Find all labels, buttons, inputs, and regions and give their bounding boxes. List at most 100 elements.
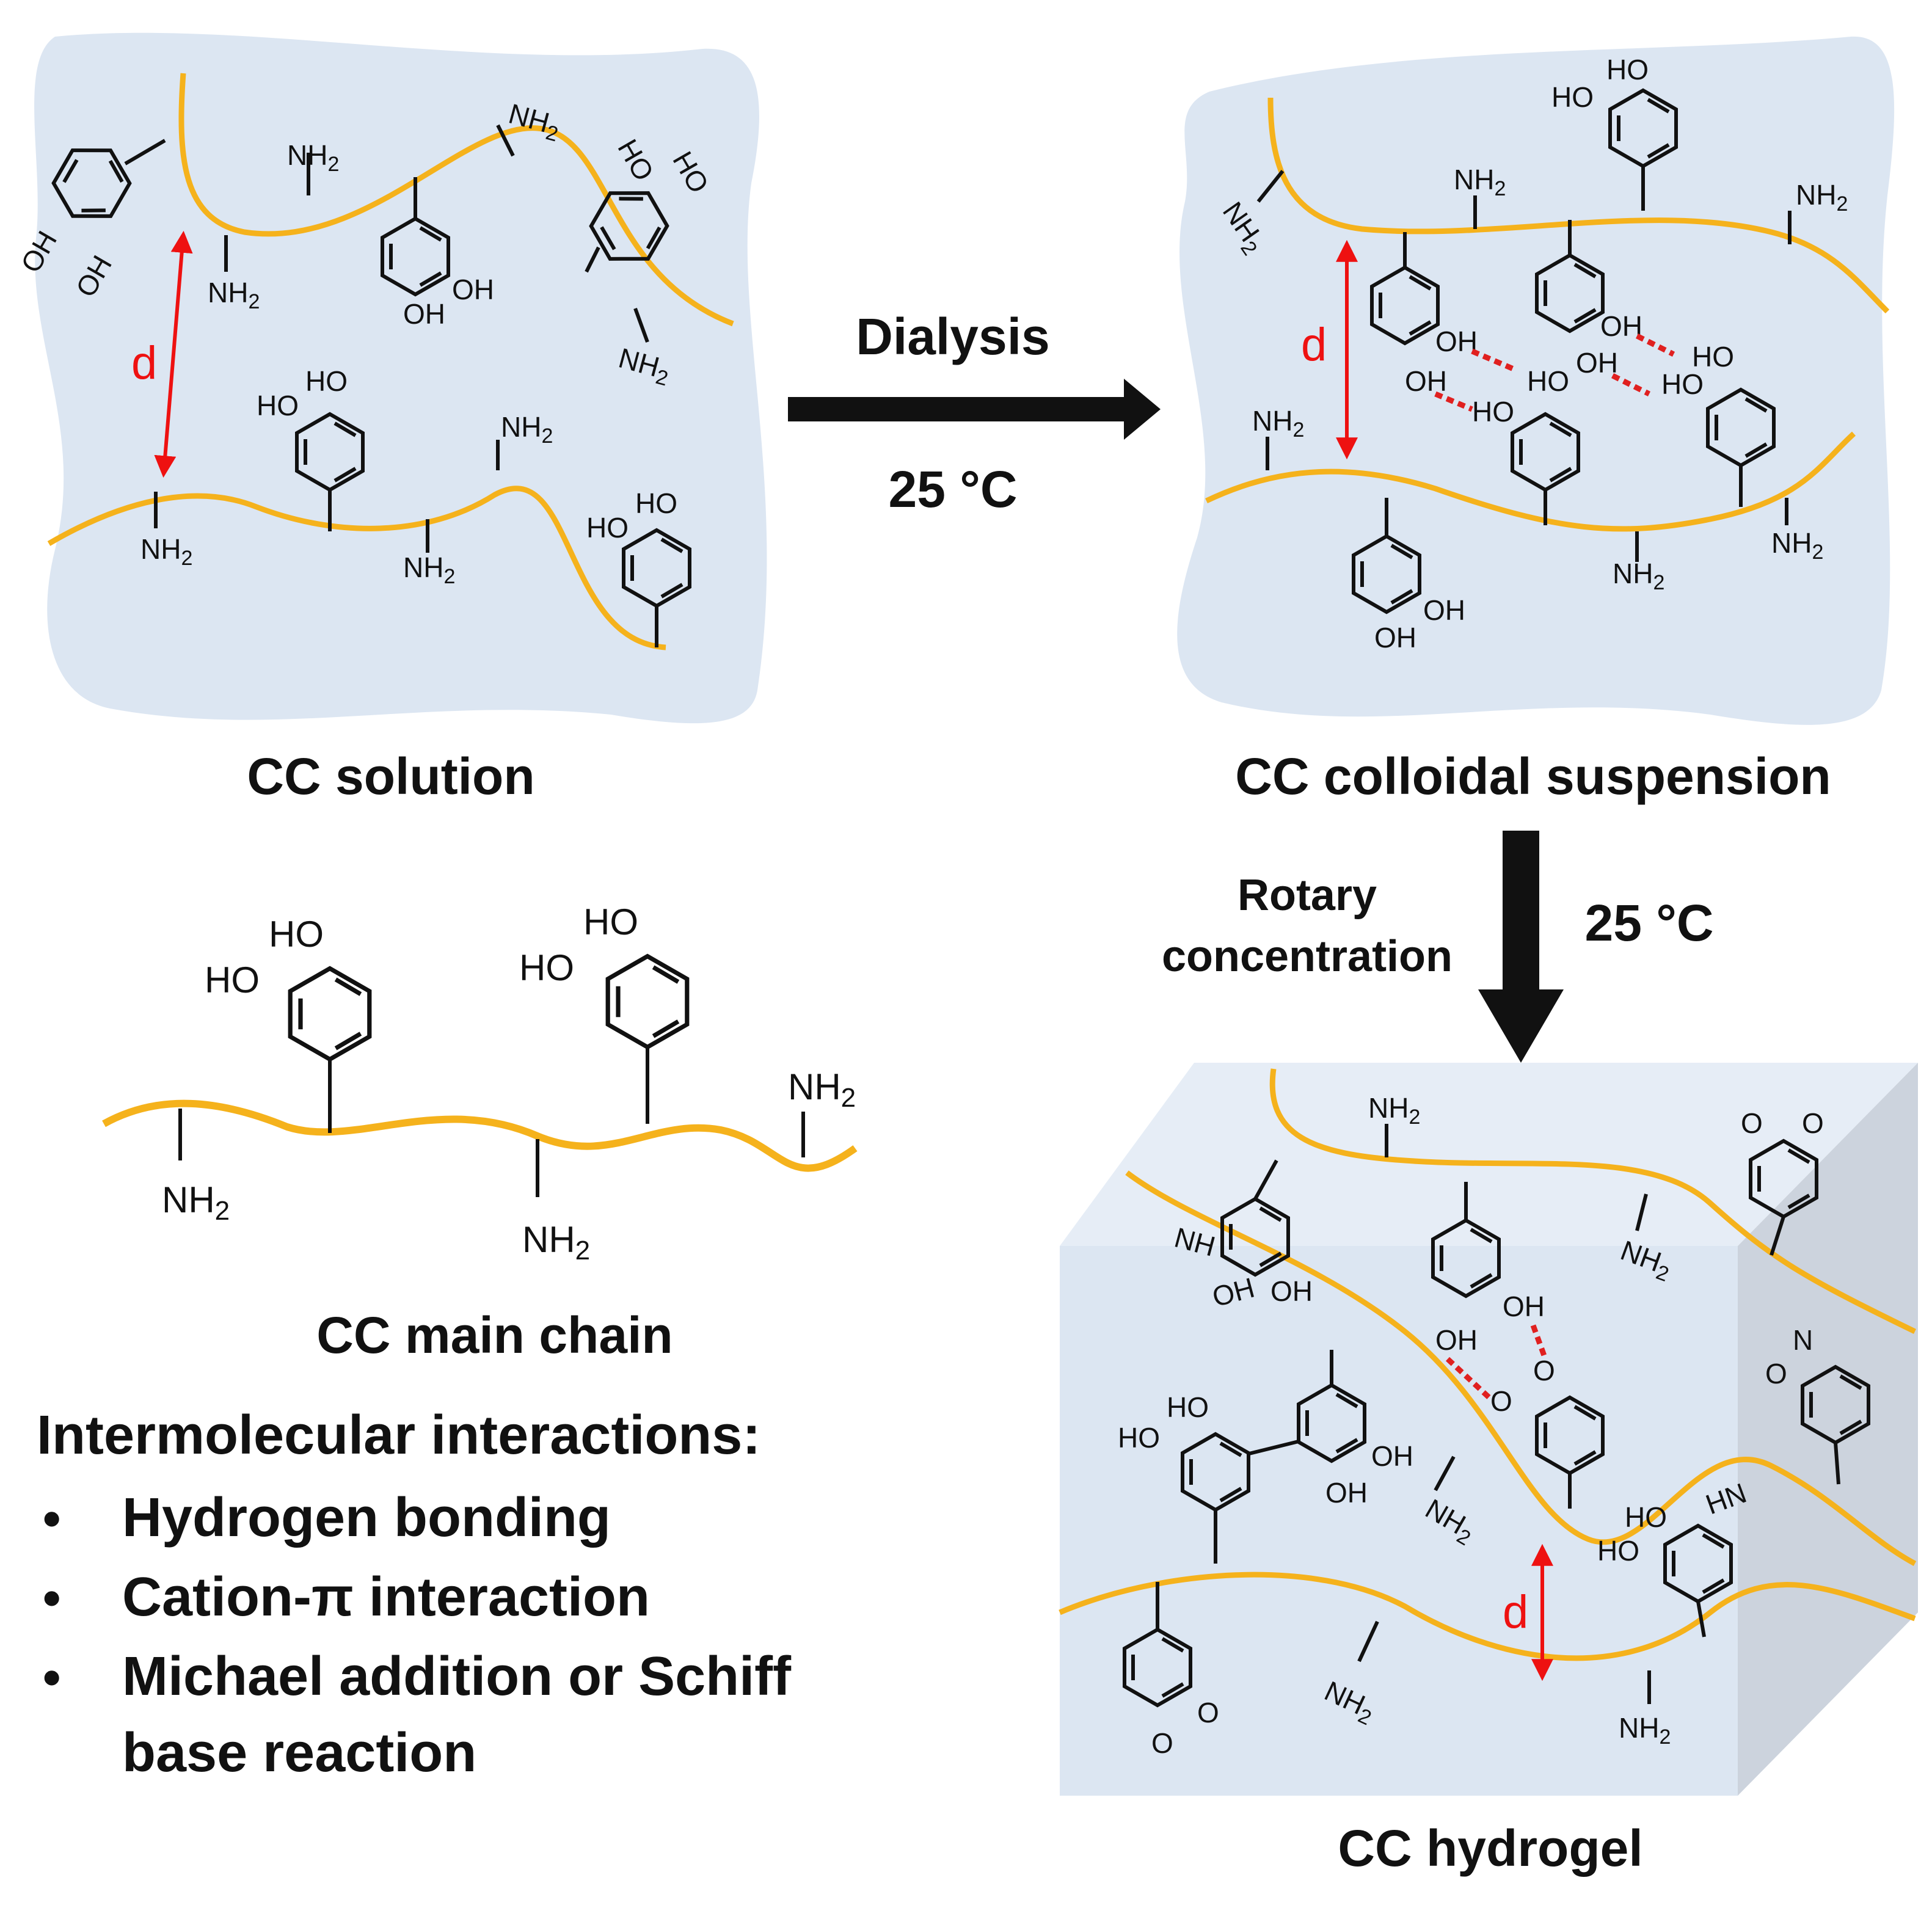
hydroxyl-left-label: HO: [1597, 1535, 1639, 1567]
amine-label: NH2: [1613, 558, 1664, 594]
dialysis-arrow-group: Dialysis 25 °C: [788, 308, 1161, 518]
amine-label: NH2: [1252, 405, 1304, 442]
hydrogel-cube-side: [1738, 1063, 1918, 1796]
hydroxyl-label: OH: [1325, 1477, 1368, 1509]
hydroxyl-label: OH: [1405, 365, 1447, 397]
bullet: •: [43, 1648, 60, 1706]
hydroxyl-left-label: HO: [1472, 396, 1514, 428]
hydrogel-chain-top: [1269, 1068, 1916, 1335]
amine-label: NH2: [1619, 1712, 1671, 1749]
colloid-hydrogen-bonds: [1434, 333, 1675, 412]
rotary-arrow: [1478, 831, 1564, 1063]
bullet: •: [43, 1490, 60, 1547]
oxygen-label: O: [1490, 1385, 1512, 1417]
hydroxyl-left-label: HO: [1692, 341, 1734, 373]
hydroxyl-left-label: HO: [257, 390, 299, 421]
hydroxyl-label: OH: [1270, 1275, 1313, 1307]
colloid-chain-top: [1267, 97, 1890, 314]
colloid-chain-bottom: [1205, 431, 1856, 532]
oxygen-label: O: [1802, 1107, 1824, 1139]
amine-label: NH2: [788, 1066, 856, 1113]
interaction-item: base reaction: [122, 1722, 476, 1783]
hydroxyl-left-label: HO: [305, 365, 348, 397]
amine-label: NH2: [522, 1219, 590, 1266]
hydroxyl-label: OH: [1374, 622, 1416, 654]
hydroxyl-label: OH: [1423, 594, 1465, 626]
interaction-item: Michael addition or Schiff: [122, 1646, 792, 1707]
colloid-caption: CC colloidal suspension: [1235, 748, 1831, 805]
hydroxyl-label: OH: [1371, 1440, 1413, 1472]
solution-distance-arrow: [154, 230, 193, 478]
colloid-distance-label: d: [1301, 319, 1327, 371]
amine-label: NH2: [140, 533, 192, 570]
hydroxyl-left-label: HO: [583, 902, 638, 942]
hydrogel-distance-label: d: [1503, 1586, 1528, 1638]
solution-chain-top: [178, 73, 734, 327]
hydroxyl-label: OH: [1600, 310, 1642, 342]
hydrogel-chain-bottom: [1059, 1572, 1916, 1661]
main-chain-catechol-2: [608, 956, 687, 1047]
hydroxyl-left-label: HO: [635, 487, 677, 519]
amine-label: NH2: [1454, 164, 1506, 200]
hydrogel-chain-middle: [1125, 1170, 1917, 1566]
interactions-list: Intermolecular interactions: • Hydrogen …: [37, 1405, 792, 1783]
rotary-label-line2: concentration: [1162, 932, 1453, 981]
dialysis-arrow: [788, 379, 1161, 440]
panel-hydrogel: d NH OH OH OH OH O O HO HO OH OH: [1059, 1063, 1918, 1877]
main-chain-backbone: [102, 1099, 858, 1172]
amine-label: NH2: [501, 411, 553, 448]
panel-solution: d OH OH OH OH HO HO HO HO HO HO NH2 NH2 …: [15, 32, 767, 805]
hydroxyl-label: OH: [1576, 347, 1618, 379]
hydroxyl-label: OH: [403, 298, 445, 330]
hydroxyl-left-label: HO: [1527, 365, 1569, 397]
main-chain-caption: CC main chain: [316, 1306, 673, 1364]
amine-label: NH2: [1796, 179, 1848, 216]
oxygen-label: O: [1197, 1697, 1219, 1728]
interaction-item: Cation-π interaction: [122, 1567, 650, 1628]
rotary-arrow-group: Rotary concentration 25 °C: [1162, 831, 1714, 1063]
panel-colloid: d OH OH OH OH HO HO HO HO HO HO OH OH: [1177, 36, 1895, 805]
solution-distance-label: d: [131, 337, 157, 389]
amine-label: NH2: [287, 139, 339, 176]
oxygen-label: O: [1151, 1727, 1173, 1759]
amine-label: NH2: [1368, 1092, 1420, 1129]
hydroxyl-label: OH: [1503, 1291, 1545, 1322]
panel-main-chain: HO HO HO HO NH2 NH2 NH2 CC main chain: [102, 902, 858, 1364]
amine-label: NH2: [208, 277, 260, 313]
dialysis-label: Dialysis: [856, 308, 1050, 365]
hydroxyl-left-label: HO: [1551, 81, 1594, 113]
oxygen-label: O: [1533, 1355, 1555, 1386]
bullet: •: [43, 1569, 60, 1626]
amine-label: NH2: [162, 1179, 230, 1226]
interaction-item: Hydrogen bonding: [122, 1487, 611, 1548]
hydroxyl-left-label: HO: [519, 947, 574, 988]
rotary-temperature: 25 °C: [1584, 894, 1713, 952]
dialysis-temperature: 25 °C: [888, 461, 1017, 518]
interactions-heading: Intermolecular interactions:: [37, 1405, 760, 1466]
amine-label: NH2: [403, 552, 455, 588]
hydroxyl-left-label: HO: [1167, 1391, 1209, 1423]
hydroxyl-left-label: HO: [1661, 368, 1704, 400]
hydroxyl-label: OH: [1435, 326, 1478, 357]
hydroxyl-left-label: HO: [1606, 54, 1649, 86]
solution-caption: CC solution: [247, 748, 534, 805]
hydrogel-hydrogen-bonds: [1445, 1324, 1548, 1401]
hydroxyl-left-label: HO: [586, 512, 629, 544]
solution-blob: [34, 32, 767, 724]
hydroxyl-label: OH: [452, 274, 494, 305]
nitrogen-label: N: [1793, 1324, 1813, 1356]
main-chain-catechol-1: [290, 969, 370, 1060]
hydroxyl-left-label: HO: [205, 960, 260, 1000]
hydrogel-caption: CC hydrogel: [1338, 1819, 1642, 1877]
hydroxyl-label: OH: [1435, 1324, 1478, 1356]
oxygen-label: O: [1741, 1107, 1763, 1139]
hydroxyl-left-label: HO: [1625, 1501, 1667, 1533]
solution-chain-bottom: [47, 486, 666, 650]
hydroxyl-left-label: HO: [1118, 1422, 1160, 1454]
hydroxyl-left-label: HO: [269, 914, 324, 955]
amine-label: NH2: [1771, 527, 1823, 564]
rotary-label-line1: Rotary: [1238, 871, 1377, 920]
oxygen-label: O: [1765, 1358, 1787, 1390]
